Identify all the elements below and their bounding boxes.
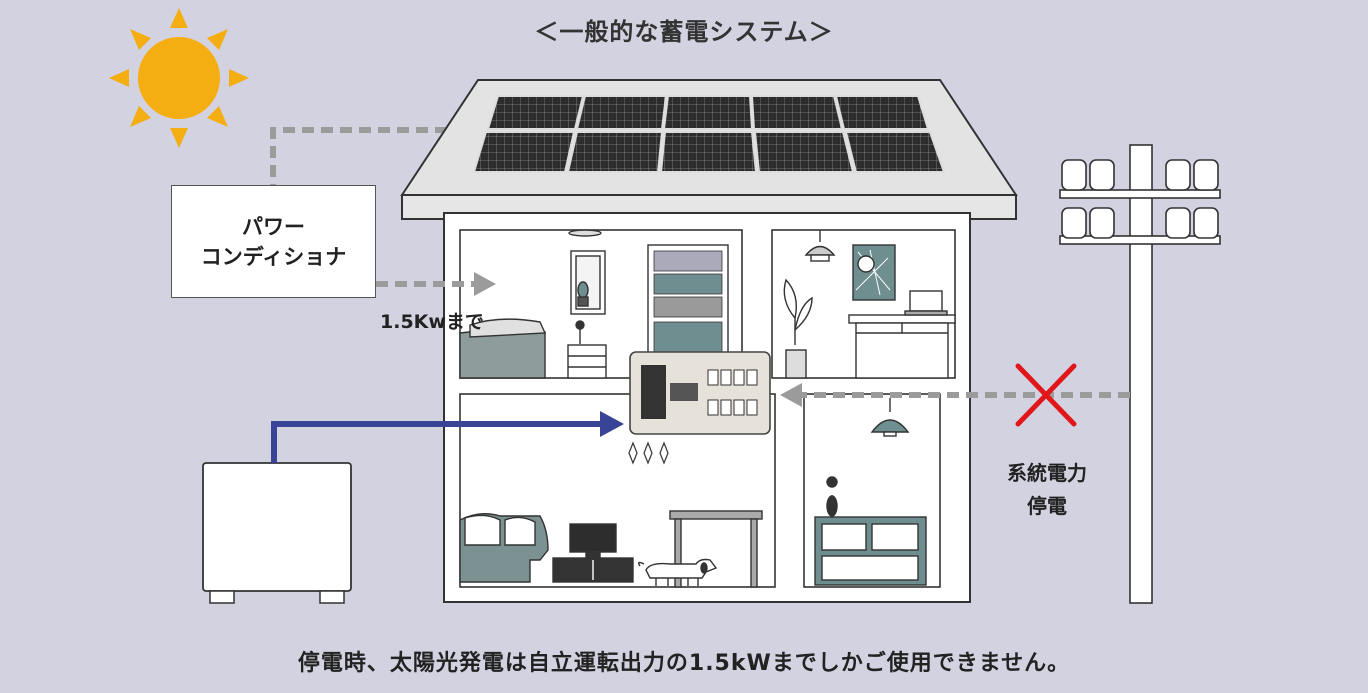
distribution-board-icon [628,351,771,465]
dog-icon [637,558,718,586]
living-room-furniture [459,510,763,588]
grid-power-label: 系統電力 [1007,461,1087,485]
outage-label: 停電 [1027,494,1067,518]
battery-unit-icon [202,462,352,604]
solar-panel-icon [472,95,946,173]
cross-mark-icon [1015,363,1077,427]
diagram-title: ＜一般的な蓄電システム＞ [534,18,834,46]
utility-pole-icon [1059,144,1221,604]
output-limit-label: 1.5Kwまで [380,311,484,333]
bedroom-furniture [459,229,729,379]
pcs-output-arrow [376,272,496,296]
sun-icon [109,8,249,148]
footer-note: 停電時、太陽光発電は自立運転出力の1.5kWまでしかご使用できません。 [297,651,1071,676]
solar-to-pcs-line [270,127,485,185]
office-furniture [783,230,956,379]
battery-supply-line [271,411,624,463]
power-conditioner-label-line1: パワー [242,214,305,239]
power-conditioner-box: パワー コンディショナ [171,185,376,298]
grid-supply-arrow [780,383,1130,407]
storage-room-furniture [814,398,927,586]
power-conditioner-label-line2: コンディショナ [200,244,347,269]
